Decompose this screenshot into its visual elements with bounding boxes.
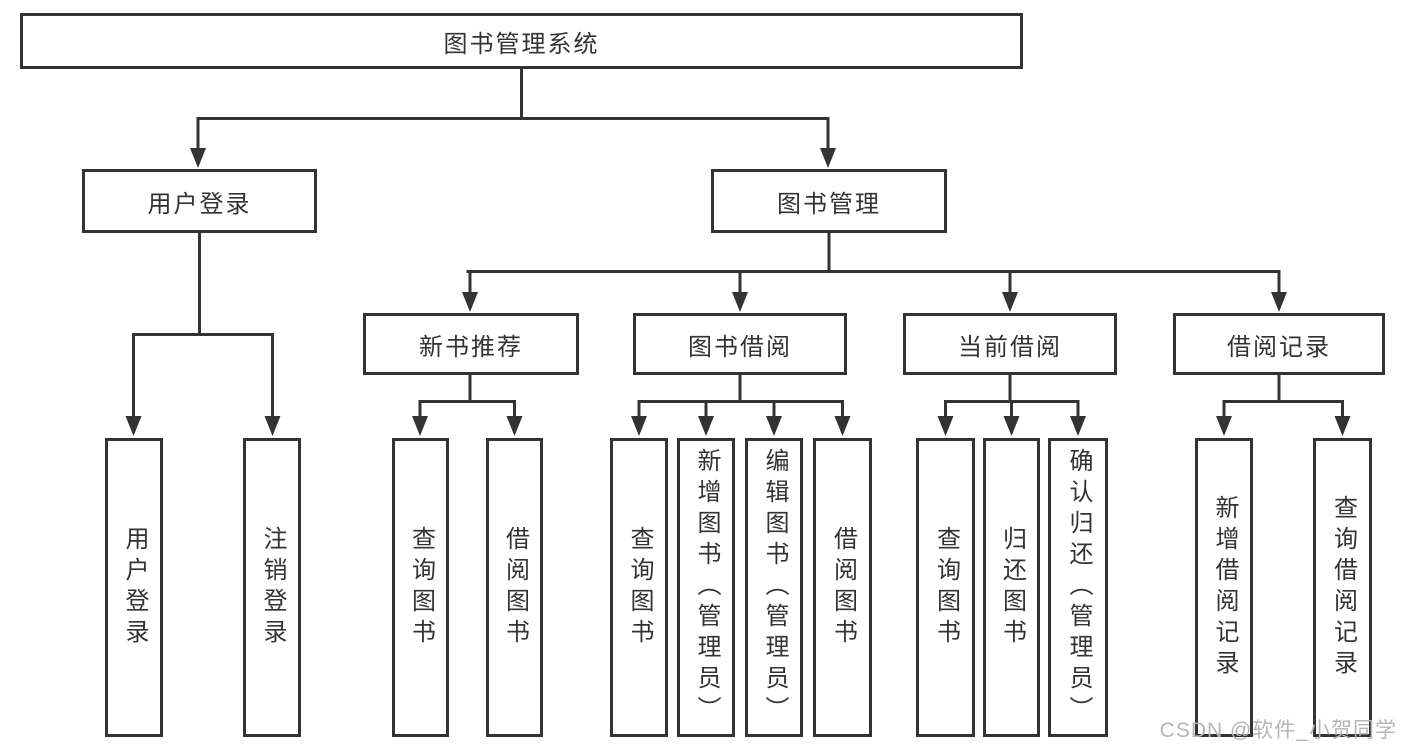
- node-new-book-recommend-label: 新书推荐: [419, 333, 523, 361]
- leaf-logout-label: 注销登录: [259, 525, 286, 650]
- leaf-query-books-current: 查询图书: [916, 438, 975, 737]
- csdn-watermark: CSDN @软件_小贺同学: [1159, 719, 1397, 742]
- connector-root-to-level1: [190, 69, 836, 168]
- leaf-return-books-label: 归还图书: [998, 525, 1026, 650]
- connector-current-to-leaves: [937, 375, 1086, 436]
- node-book-management-label: 图书管理: [777, 190, 881, 218]
- leaf-add-book-admin-label: 新增图书（管理员）: [693, 448, 720, 727]
- leaf-add-book-admin: 新增图书（管理员）: [677, 438, 735, 737]
- leaf-confirm-return-admin: 确认归还（管理员）: [1048, 438, 1108, 737]
- leaf-borrow-books-recommend: 借阅图书: [486, 438, 543, 737]
- node-root: 图书管理系统: [20, 13, 1023, 69]
- node-user-login-label: 用户登录: [147, 190, 252, 218]
- leaf-query-books-borrow: 查询图书: [610, 438, 668, 737]
- node-book-borrow-label: 图书借阅: [688, 333, 792, 361]
- node-borrow-records-label: 借阅记录: [1227, 333, 1331, 361]
- node-user-login: 用户登录: [82, 169, 317, 233]
- node-current-borrow: 当前借阅: [903, 313, 1117, 375]
- leaf-edit-book-admin-label: 编辑图书（管理员）: [761, 448, 788, 727]
- node-borrow-records: 借阅记录: [1173, 313, 1385, 375]
- leaf-query-books-recommend-label: 查询图书: [407, 525, 435, 650]
- leaf-query-books-borrow-label: 查询图书: [626, 525, 653, 650]
- leaf-borrow-books: 借阅图书: [813, 438, 872, 737]
- connector-bookmgmt-to-modules: [462, 233, 1287, 312]
- leaf-edit-book-admin: 编辑图书（管理员）: [745, 438, 803, 737]
- leaf-add-borrow-record: 新增借阅记录: [1195, 438, 1253, 737]
- node-current-borrow-label: 当前借阅: [958, 333, 1062, 361]
- connector-borrow-to-leaves: [631, 375, 851, 436]
- connector-records-to-leaves: [1216, 375, 1351, 436]
- leaf-query-borrow-record-label: 查询借阅记录: [1329, 494, 1357, 681]
- connector-newbook-to-leaves: [412, 375, 523, 436]
- leaf-query-books-recommend: 查询图书: [392, 438, 449, 737]
- leaf-confirm-return-admin-label: 确认归还（管理员）: [1065, 448, 1092, 727]
- leaf-borrow-books-recommend-label: 借阅图书: [501, 525, 529, 650]
- node-new-book-recommend: 新书推荐: [363, 313, 579, 375]
- node-root-label: 图书管理系统: [443, 30, 600, 58]
- node-book-management: 图书管理: [711, 169, 947, 233]
- leaf-user-login: 用户登录: [105, 438, 163, 737]
- leaf-return-books: 归还图书: [983, 438, 1040, 737]
- leaf-add-borrow-record-label: 新增借阅记录: [1211, 494, 1238, 681]
- leaf-query-books-current-label: 查询图书: [932, 525, 960, 650]
- connector-userlogin-to-leaves: [125, 233, 281, 436]
- leaf-borrow-books-label: 借阅图书: [829, 525, 857, 650]
- leaf-query-borrow-record: 查询借阅记录: [1313, 438, 1372, 737]
- leaf-logout: 注销登录: [243, 438, 301, 737]
- leaf-user-login-label: 用户登录: [121, 525, 148, 650]
- node-book-borrow: 图书借阅: [633, 313, 847, 375]
